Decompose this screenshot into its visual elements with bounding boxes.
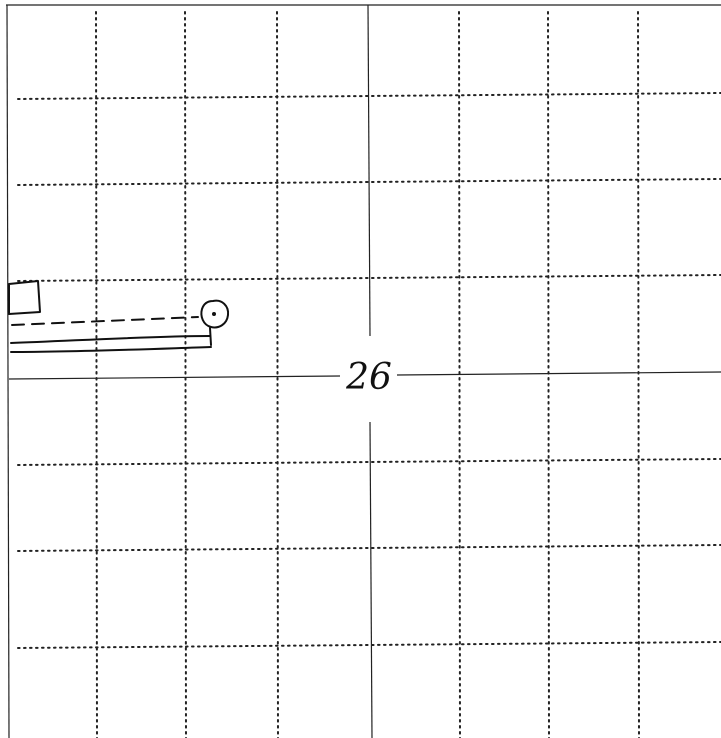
circle-center-dot [212,312,216,316]
page-number: 26 [345,357,392,398]
